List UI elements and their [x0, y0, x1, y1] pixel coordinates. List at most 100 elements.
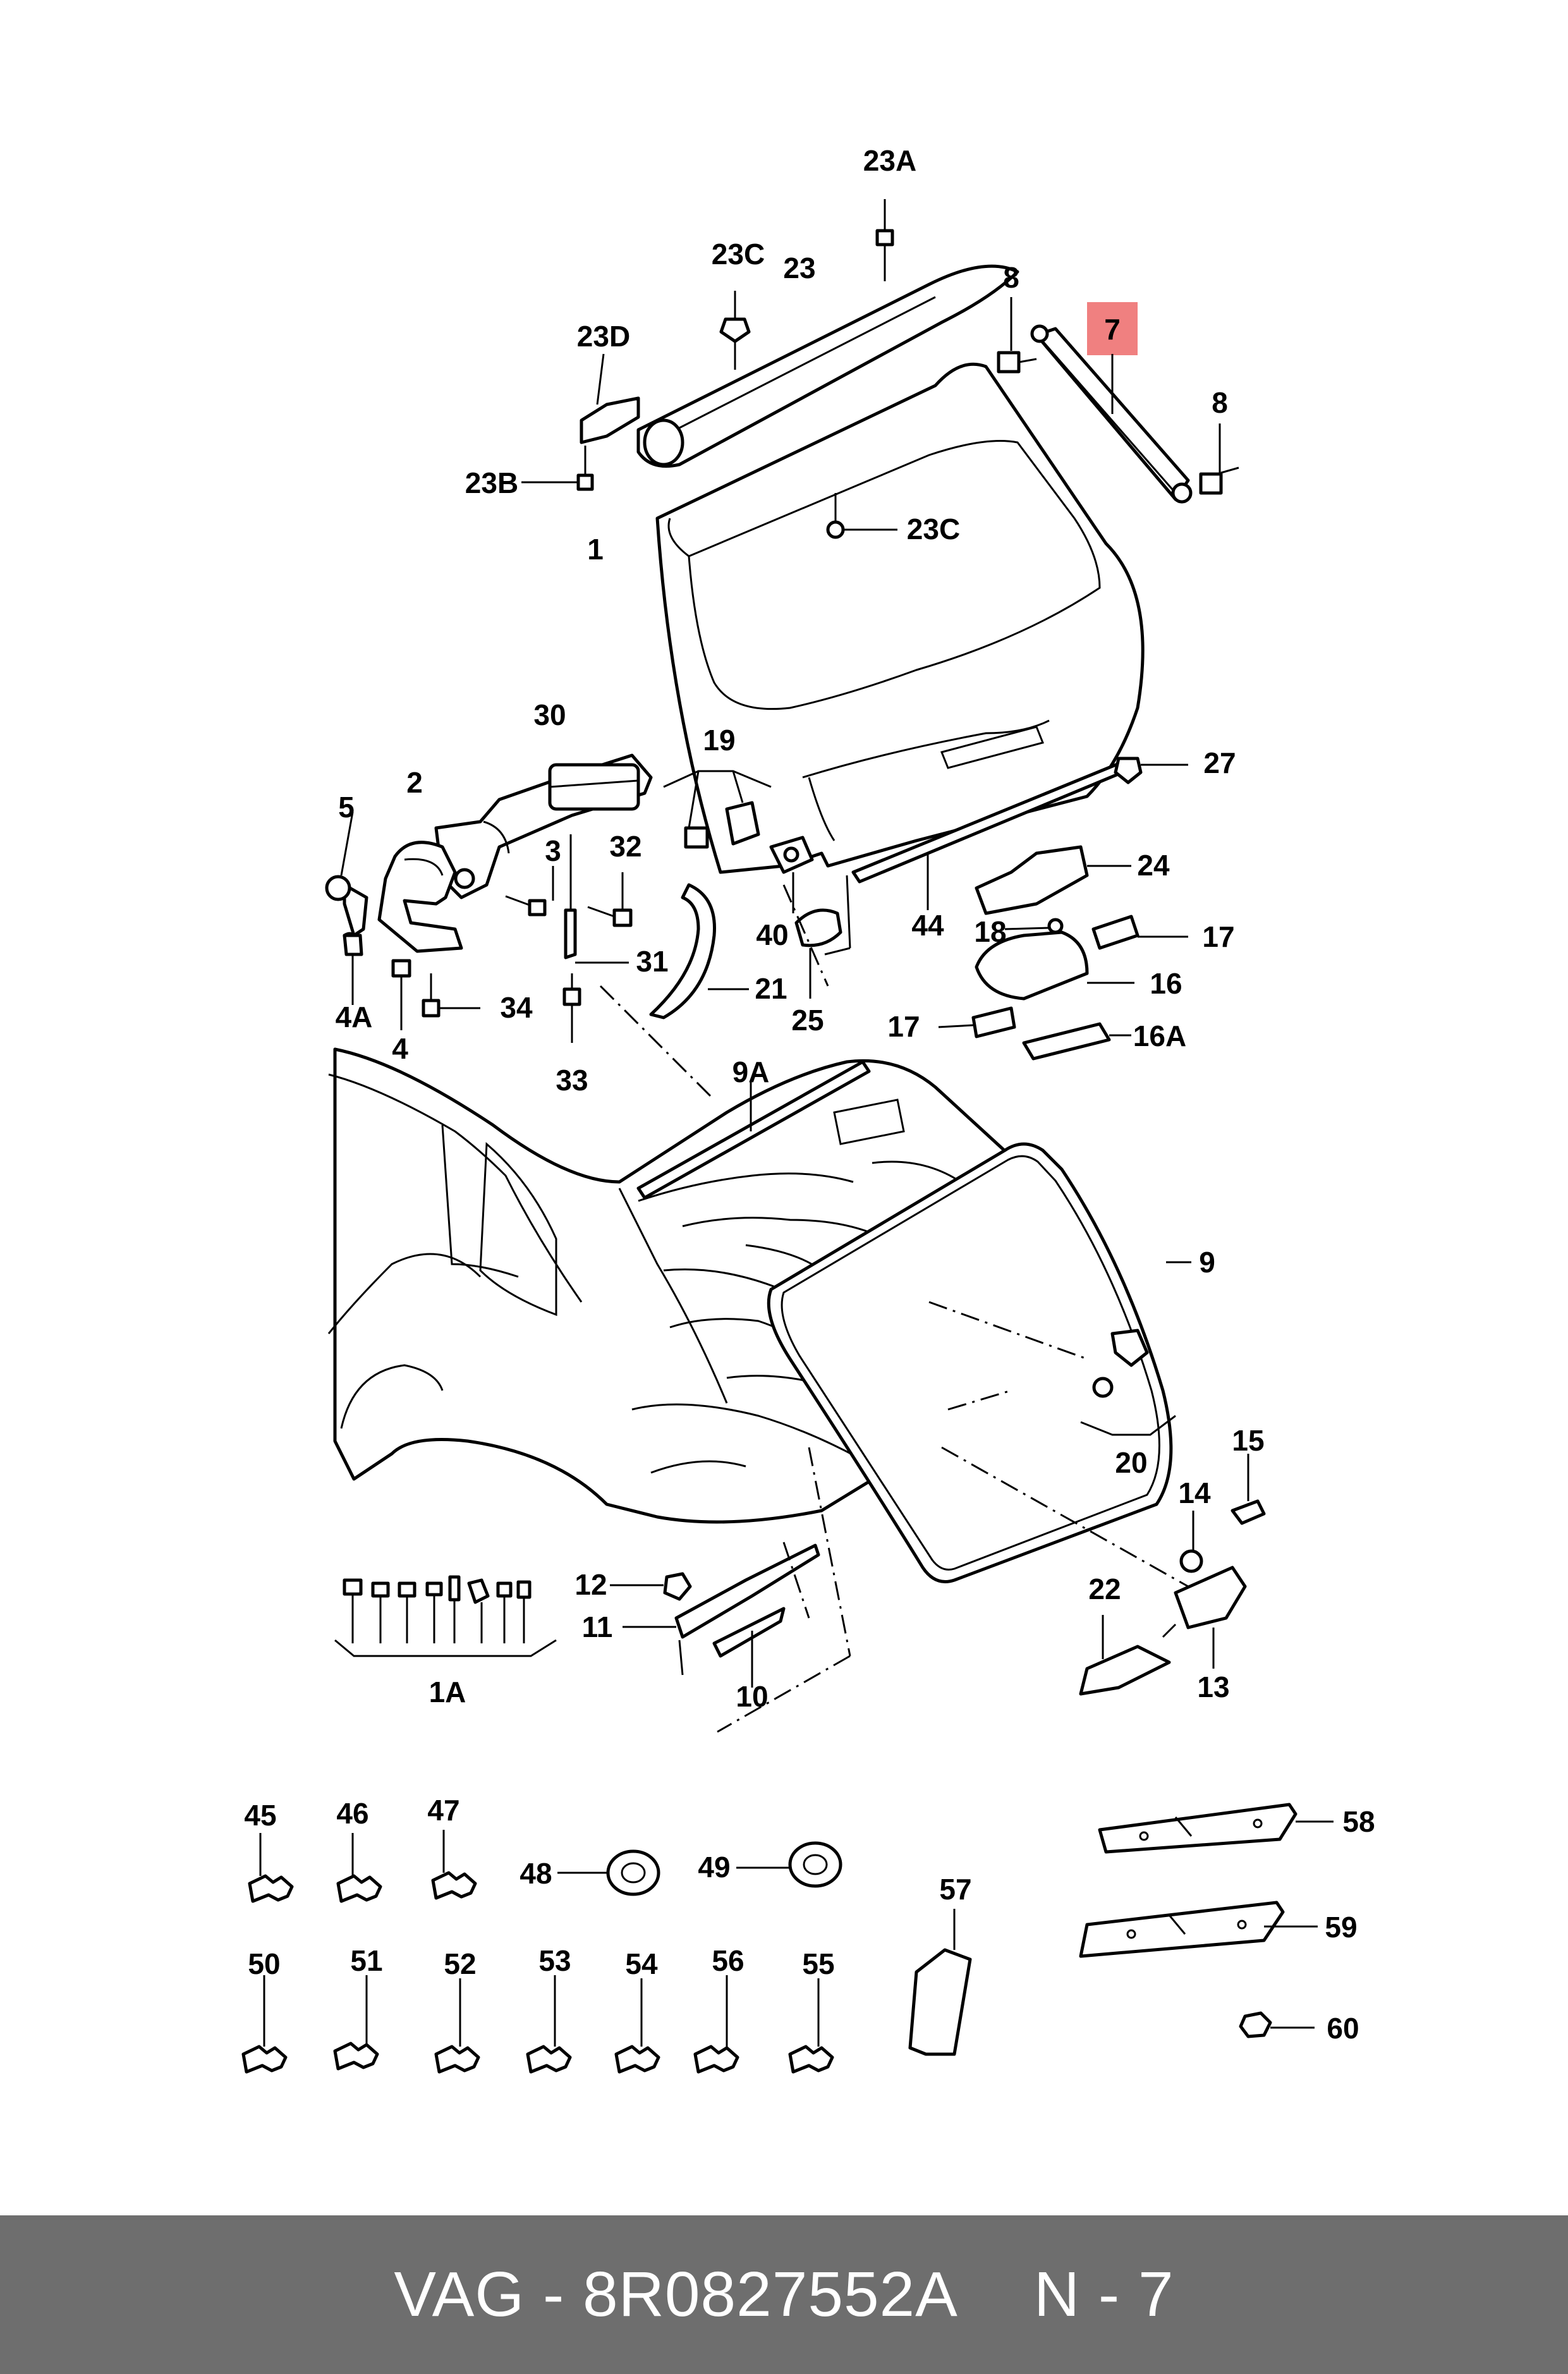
callout-60: 60: [1327, 2012, 1359, 2045]
assembly-dash-lines: [599, 884, 1189, 1733]
grommets-48-49: [557, 1841, 842, 1896]
callout-53: 53: [538, 1944, 571, 1977]
callout-13: 13: [1197, 1671, 1229, 1703]
ball-stud-8-left: [997, 297, 1037, 374]
callout-3: 3: [545, 834, 561, 867]
cap-4a: [343, 934, 363, 1005]
highlight-box-7: [1087, 302, 1138, 355]
callout-23b: 23B: [465, 466, 518, 499]
callout-44: 44: [911, 909, 944, 942]
bolt-3: [505, 866, 554, 916]
callout-9a: 9A: [732, 1056, 770, 1088]
callout-10: 10: [736, 1680, 768, 1713]
callout-8-right: 8: [1212, 386, 1228, 419]
callout-20: 20: [1115, 1446, 1147, 1479]
buffer-25: [794, 908, 842, 999]
clip-27: [1114, 757, 1188, 784]
lamp-17-left: [938, 1006, 1016, 1038]
bracket-31: [564, 834, 629, 964]
handle-24: [975, 845, 1131, 915]
callout-57: 57: [939, 1873, 971, 1906]
cover-22: [1079, 1615, 1171, 1696]
callout-15: 15: [1232, 1424, 1264, 1457]
bolt-4: [391, 959, 411, 1030]
lamp-housing-16: [975, 930, 1134, 1001]
callout-18: 18: [974, 915, 1006, 948]
spoiler-part-23: [636, 264, 1019, 468]
callout-54: 54: [625, 1947, 658, 1980]
callout-7: 7: [1104, 313, 1121, 346]
callout-16: 16: [1150, 967, 1182, 1000]
callout-32: 32: [609, 830, 641, 863]
callout-58: 58: [1342, 1805, 1375, 1838]
callout-4: 4: [392, 1032, 408, 1065]
callout-34: 34: [500, 991, 533, 1024]
nut-60: [1239, 2011, 1315, 2038]
callout-55: 55: [802, 1947, 834, 1980]
bracket-23d: [580, 353, 640, 444]
callout-5: 5: [338, 791, 355, 824]
callout-22: 22: [1088, 1573, 1121, 1605]
callout-12: 12: [574, 1568, 607, 1601]
weatherstrip-9: [767, 1142, 1191, 1583]
nut-23c-middle: [826, 493, 897, 539]
callout-56: 56: [712, 1944, 744, 1977]
callout-48: 48: [520, 1857, 552, 1890]
callout-23a: 23A: [863, 144, 916, 177]
callout-23c-mid: 23C: [907, 513, 960, 545]
callout-19: 19: [703, 724, 735, 757]
ball-stud-8-right: [1199, 423, 1239, 495]
seal-16a: [1022, 1022, 1131, 1061]
striker-13: [1162, 1566, 1247, 1669]
lamp-17-right: [1091, 915, 1188, 950]
grommet-40: [769, 836, 814, 913]
bolt-33: [562, 973, 581, 1043]
callout-45: 45: [244, 1799, 276, 1832]
callout-24: 24: [1137, 849, 1170, 882]
callout-47: 47: [427, 1794, 459, 1827]
callout-23: 23: [783, 252, 815, 284]
bolt-32: [587, 872, 633, 927]
clip-15: [1231, 1454, 1266, 1525]
callout-59: 59: [1325, 1911, 1357, 1944]
callout-23c-top: 23C: [712, 238, 765, 271]
callout-50: 50: [248, 1947, 280, 1980]
callout-30: 30: [533, 698, 566, 731]
screw-set-1A: [334, 1575, 557, 1657]
group-19: [663, 770, 772, 849]
callout-labels: 23A 23C 23 8 7 23D 8 23B 23C 1 30 19 27 …: [244, 144, 1375, 2045]
callout-27: 27: [1203, 746, 1236, 779]
callout-40: 40: [756, 918, 788, 951]
hinge-part-2: [377, 841, 475, 953]
footer-bar: VAG - 8R0827552A N - 7: [0, 2215, 1568, 2374]
callout-21: 21: [755, 972, 787, 1005]
callout-49: 49: [698, 1851, 730, 1884]
seal-9a: [636, 1060, 871, 1200]
callout-8-left: 8: [1003, 261, 1019, 294]
callout-51: 51: [350, 1944, 382, 1977]
nut-12: [610, 1572, 692, 1601]
callout-16a: 16A: [1133, 1020, 1186, 1052]
bracket-10: [712, 1607, 786, 1688]
callout-11: 11: [582, 1610, 613, 1643]
callout-17-right: 17: [1202, 920, 1234, 953]
cap-18: [1004, 918, 1064, 934]
callout-4a: 4A: [336, 1001, 373, 1033]
callout-31: 31: [636, 945, 668, 978]
callout-9: 9: [1199, 1246, 1215, 1279]
callout-23d: 23D: [577, 320, 630, 353]
callout-17-left: 17: [887, 1010, 920, 1043]
bolts-row-2: [241, 1975, 834, 2074]
part-reference: VAG - 8R0827552A: [394, 2259, 958, 2330]
bolt-23a: [875, 199, 894, 281]
gas-strut-part-7: [1030, 324, 1193, 504]
callout-33: 33: [556, 1064, 588, 1097]
bolt-34: [422, 973, 480, 1018]
callout-52: 52: [444, 1947, 476, 1980]
callout-46: 46: [336, 1797, 368, 1830]
trim-piece-21: [649, 883, 749, 1020]
bolts-row-1: [248, 1830, 477, 1903]
nut-14: [1179, 1511, 1203, 1573]
bracket-11: [623, 1543, 820, 1676]
callout-14: 14: [1178, 1476, 1211, 1509]
